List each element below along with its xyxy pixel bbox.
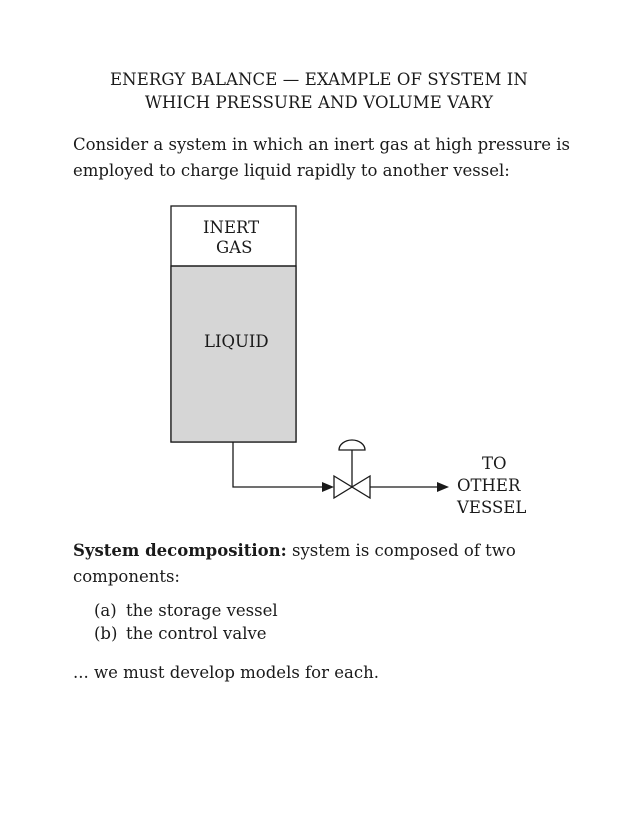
- decomposition-text-line-2: components:: [73, 567, 180, 586]
- list-item-marker: (b): [94, 624, 118, 643]
- list-item: (a) the storage vessel: [94, 599, 278, 622]
- decomposition-text-line-1: system is composed of two: [286, 541, 516, 560]
- liquid-label: LIQUID: [204, 332, 269, 351]
- intro-paragraph: Consider a system in which an inert gas …: [73, 132, 593, 184]
- destination-label-line-2: OTHER: [457, 476, 521, 495]
- flow-arrow-to-other-vessel: [437, 482, 449, 492]
- list-item-text: the storage vessel: [126, 601, 278, 620]
- destination-label-line-3: VESSEL: [457, 498, 527, 517]
- valve-actuator: [338, 439, 366, 451]
- closing-sentence: ... we must develop models for each.: [73, 663, 379, 682]
- list-item-marker: (a): [94, 601, 117, 620]
- decomposition-paragraph: System decomposition: system is composed…: [73, 538, 593, 590]
- control-valve: [333, 439, 371, 500]
- liquid-region: [170, 265, 297, 443]
- flow-arrow-to-valve: [322, 482, 334, 492]
- decomposition-heading: System decomposition:: [73, 541, 287, 560]
- title-line-1: ENERGY BALANCE — EXAMPLE OF SYSTEM IN: [110, 70, 528, 89]
- list-item-text: the control valve: [126, 624, 267, 643]
- page-title: ENERGY BALANCE — EXAMPLE OF SYSTEM IN WH…: [60, 68, 578, 114]
- destination-label-line-1: TO: [482, 454, 507, 473]
- title-line-2: WHICH PRESSURE AND VOLUME VARY: [144, 93, 494, 112]
- component-list: (a) the storage vessel (b) the control v…: [94, 599, 278, 645]
- list-item: (b) the control valve: [94, 622, 278, 645]
- gas-label-line-1: INERT: [203, 218, 260, 237]
- outlet-pipe: [232, 442, 330, 488]
- intro-line-2: employed to charge liquid rapidly to ano…: [73, 161, 510, 180]
- intro-line-1: Consider a system in which an inert gas …: [73, 135, 571, 154]
- gas-label-line-2: GAS: [216, 238, 253, 257]
